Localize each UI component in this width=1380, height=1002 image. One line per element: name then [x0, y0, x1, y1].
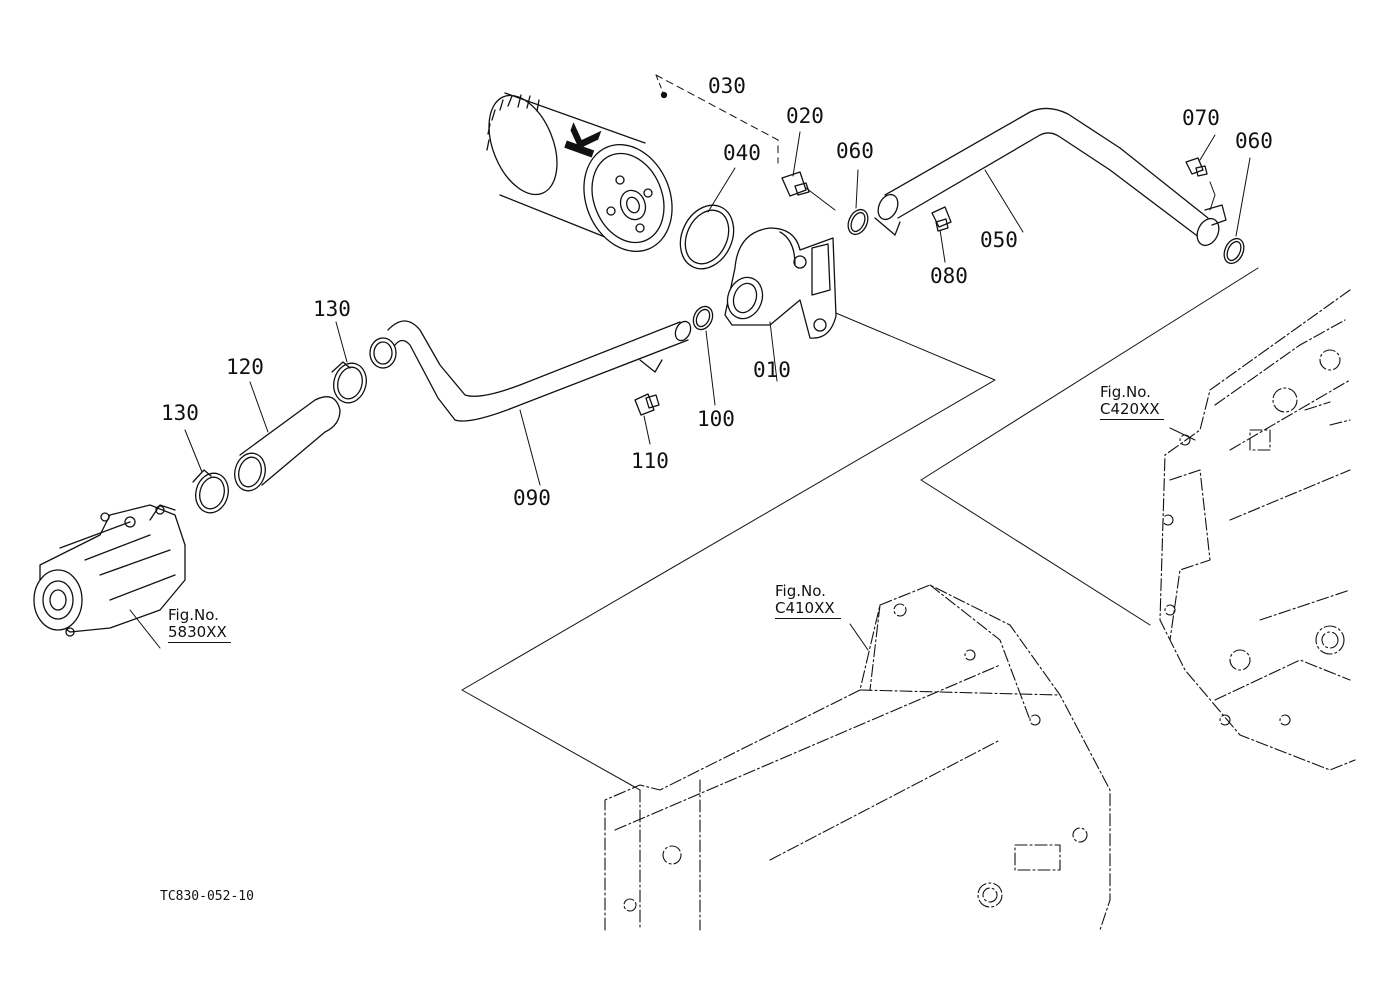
pipe-090: [370, 319, 694, 421]
label-030[interactable]: 030: [708, 74, 746, 98]
label-020[interactable]: 020: [786, 104, 824, 128]
assembly-lines: [462, 75, 1258, 790]
label-080[interactable]: 080: [930, 264, 968, 288]
label-110[interactable]: 110: [631, 449, 669, 473]
label-060a[interactable]: 060: [836, 139, 874, 163]
figref-5830-caption: Fig.No.: [168, 606, 219, 624]
transmission-case-c420: [1160, 290, 1355, 770]
label-130a[interactable]: 130: [313, 297, 351, 321]
oil-filter: [476, 86, 688, 265]
label-130b[interactable]: 130: [161, 401, 199, 425]
bolt-110: [635, 394, 659, 415]
figref-c420[interactable]: Fig.No. C420XX: [1100, 383, 1164, 420]
pipe-050: [874, 108, 1226, 248]
hose-120: [231, 397, 340, 495]
figref-c410-caption: Fig.No.: [775, 582, 826, 600]
filter-head: [722, 228, 836, 338]
figref-5830[interactable]: Fig.No. 5830XX: [168, 606, 231, 643]
figref-c410[interactable]: Fig.No. C410XX: [775, 582, 841, 619]
drawing-code: TC830-052-10: [160, 889, 254, 904]
o-ring-060b: [1220, 235, 1247, 266]
figref-c420-caption: Fig.No.: [1100, 383, 1151, 401]
leader-lines: [130, 132, 1250, 650]
hydraulic-pump: [34, 505, 185, 636]
o-ring-060a: [844, 206, 871, 237]
figref-c410-number: C410XX: [775, 600, 841, 619]
gasket-040: [670, 197, 743, 278]
o-ring-100: [690, 303, 716, 332]
label-050[interactable]: 050: [980, 228, 1018, 252]
figref-5830-number: 5830XX: [168, 624, 231, 643]
bolt-080: [932, 207, 951, 231]
bolt-020: [782, 172, 835, 210]
hose-clamp-130b: [191, 470, 232, 517]
figref-c420-number: C420XX: [1100, 401, 1164, 420]
label-120[interactable]: 120: [226, 355, 264, 379]
hose-clamp-130a: [329, 360, 370, 407]
label-100[interactable]: 100: [697, 407, 735, 431]
transmission-case-c410: [605, 585, 1110, 930]
label-090[interactable]: 090: [513, 486, 551, 510]
label-010[interactable]: 010: [753, 358, 791, 382]
bolt-070: [1186, 158, 1207, 176]
label-070[interactable]: 070: [1182, 106, 1220, 130]
label-040[interactable]: 040: [723, 141, 761, 165]
label-060b[interactable]: 060: [1235, 129, 1273, 153]
